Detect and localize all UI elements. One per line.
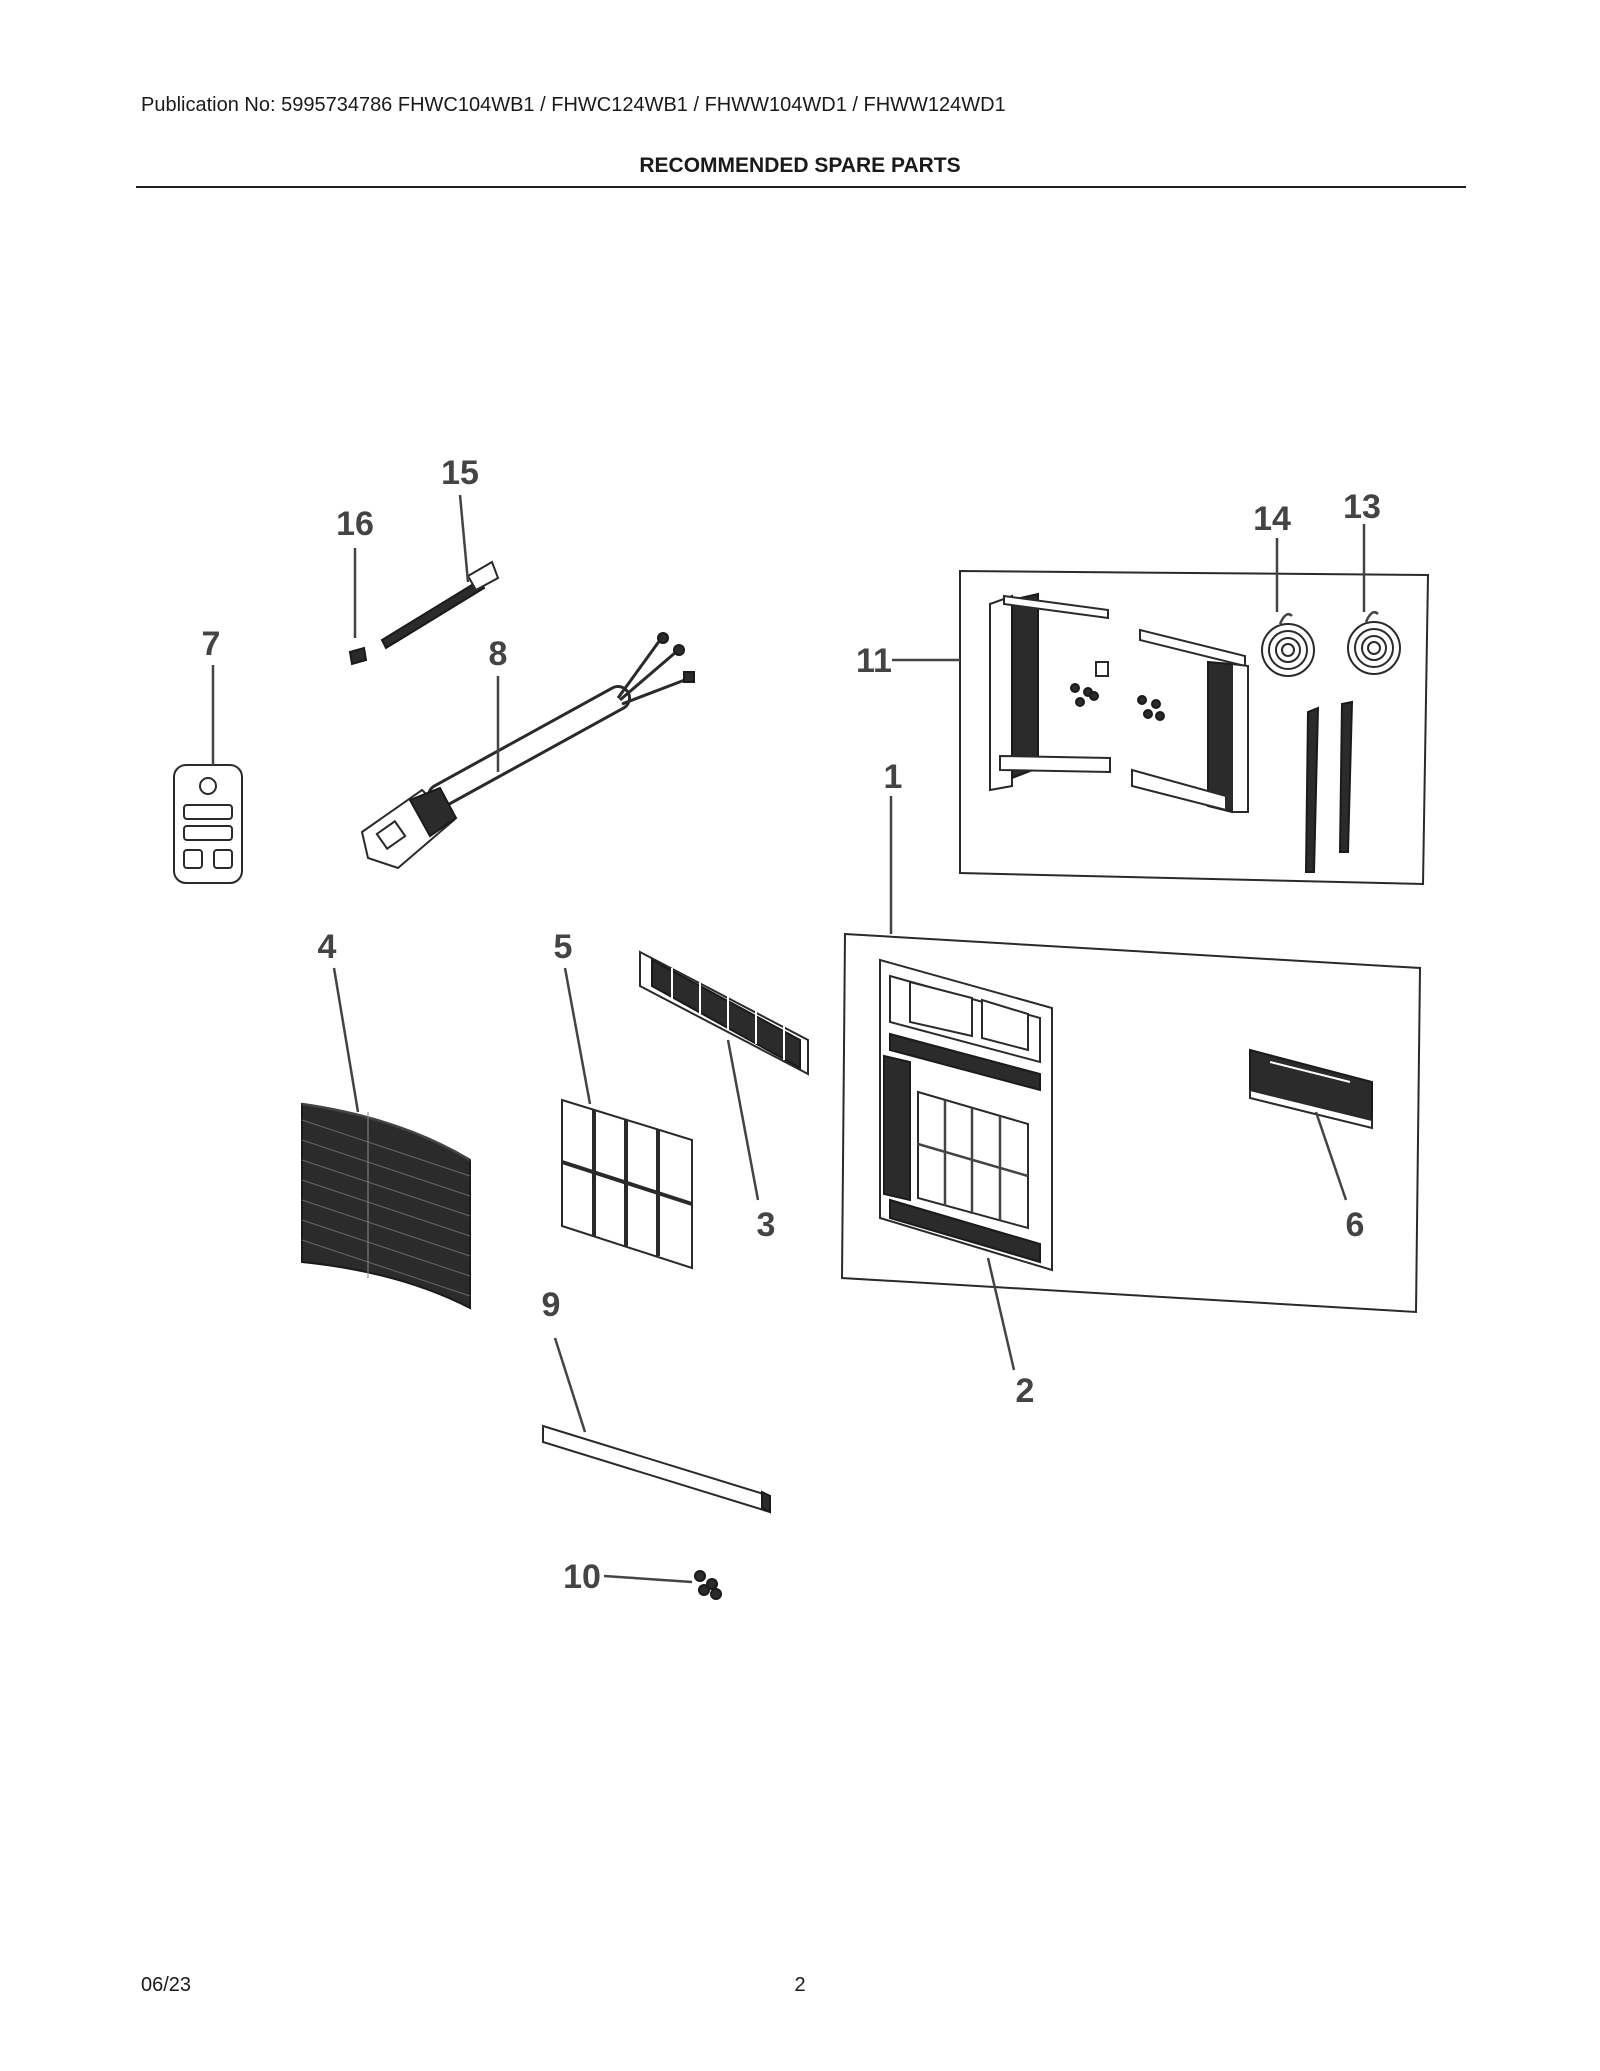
header-divider [136,186,1466,188]
callout-7: 7 [202,625,221,663]
part-5-air-filter [561,1098,693,1270]
part-11-window-kit [959,569,1430,886]
page-title: RECOMMENDED SPARE PARTS [639,154,961,177]
part-15-cable-tie [380,560,500,650]
callout-8: 8 [489,635,508,673]
publication-number: Publication No: 5995734786 FHWC104WB1 / … [141,94,1006,116]
part-9-bottom-strip [542,1424,771,1514]
part-16-clip [348,646,368,666]
part-4-grille [301,1102,471,1310]
callout-11: 11 [856,642,892,680]
part-7-remote-control [173,764,243,884]
callout-15: 15 [441,454,479,492]
footer-date: 06/23 [141,1974,192,1996]
part-13-foam-seal [1347,611,1401,675]
callout-2: 2 [1016,1372,1035,1410]
callout-10: 10 [563,1558,601,1596]
part-3-louver [639,950,809,1076]
part-2-front-panel [879,958,1053,1272]
page-number: 2 [794,1974,806,1996]
part-8-power-cord [360,632,695,870]
callout-3: 3 [757,1206,776,1244]
part-14-foam-seal [1261,613,1315,677]
callout-5: 5 [554,928,573,966]
part-10-screws [694,1570,722,1600]
callout-1: 1 [884,758,903,796]
callout-4: 4 [318,928,337,966]
callout-6: 6 [1346,1206,1365,1244]
part-6-control-board [1249,1048,1373,1130]
callout-14: 14 [1253,500,1291,538]
callout-13: 13 [1343,488,1381,526]
callout-16: 16 [336,505,374,543]
callout-9: 9 [542,1286,561,1324]
